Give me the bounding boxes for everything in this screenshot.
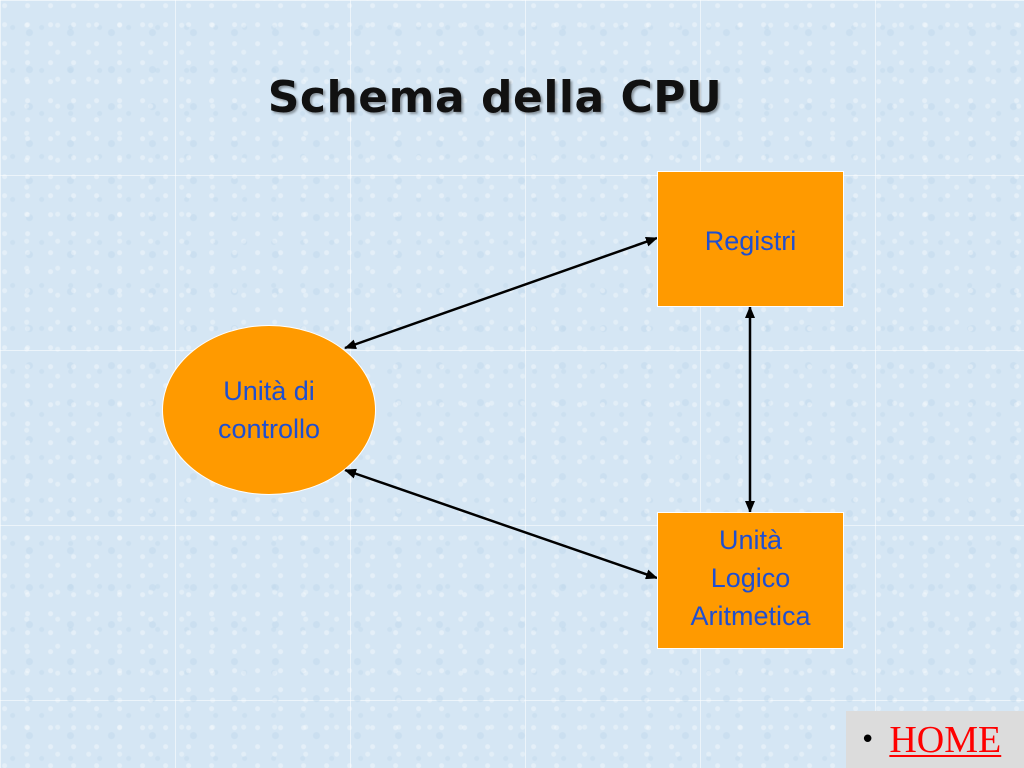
- home-nav-box: • HOME: [846, 711, 1024, 768]
- node-control-unit-label: Unità di controllo: [217, 376, 321, 444]
- node-control-unit: Unità di controllo: [162, 325, 376, 495]
- bullet-icon: •: [860, 724, 876, 755]
- node-registri: Registri: [657, 171, 844, 307]
- edge-control-registri: [344, 236, 658, 350]
- node-alu: Unità Logico Aritmetica: [657, 512, 844, 649]
- node-registri-label: Registri: [704, 226, 797, 256]
- home-link[interactable]: HOME: [889, 718, 1002, 761]
- node-alu-label: Unità Logico Aritmetica: [690, 525, 811, 631]
- edge-control-alu: [344, 468, 658, 580]
- slide-title: Schema della CPU: [267, 72, 723, 123]
